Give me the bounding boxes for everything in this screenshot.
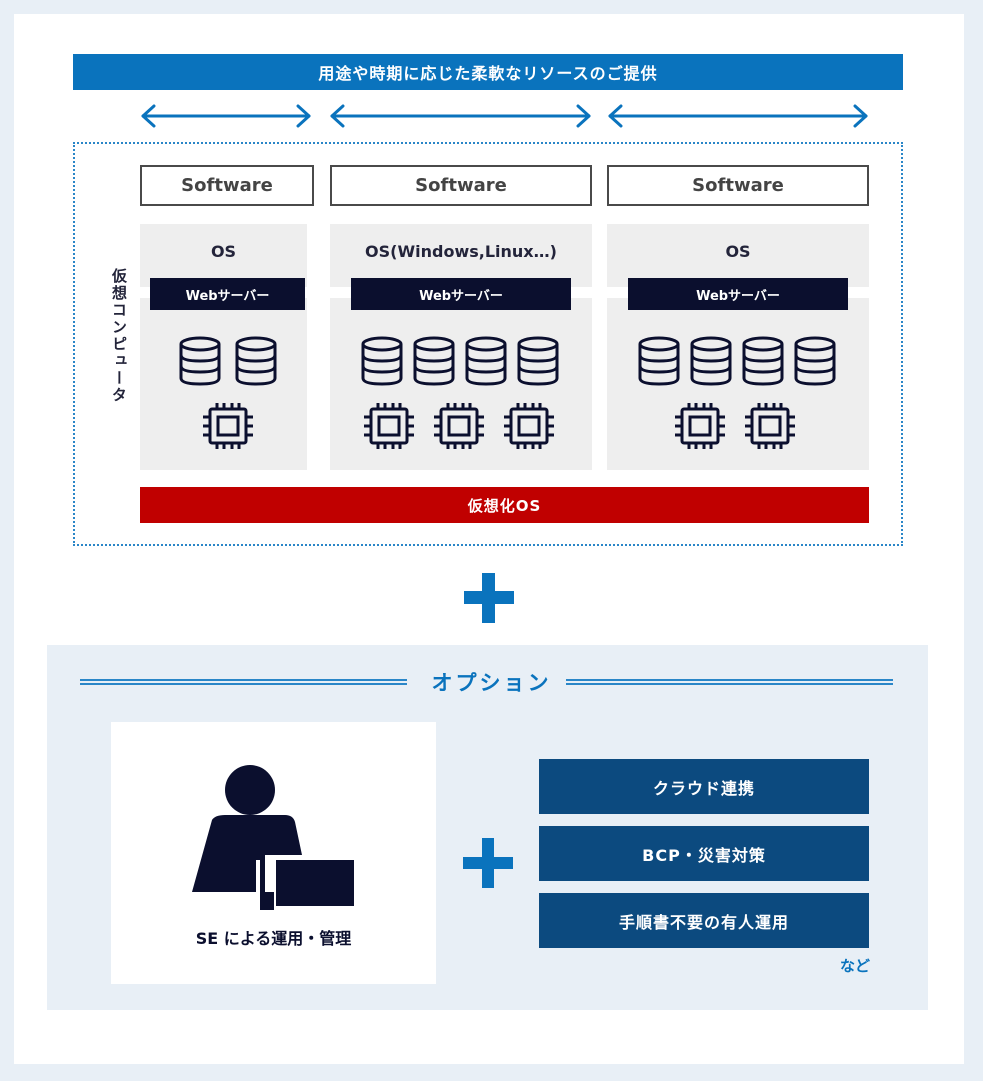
option-manned-operation: 手順書不要の有人運用 xyxy=(539,893,869,948)
virtual-computer-region xyxy=(73,142,903,546)
virtual-computer-label: 仮想コンピュータ xyxy=(110,268,128,404)
option-cloud: クラウド連携 xyxy=(539,759,869,814)
cpu-chip-icon xyxy=(672,401,728,451)
hardware-box xyxy=(140,298,307,470)
software-box: Software xyxy=(140,165,314,206)
option-bcp: BCP・災害対策 xyxy=(539,826,869,881)
double-rule-left xyxy=(80,679,407,685)
etc-label: など xyxy=(839,957,870,975)
plus-icon xyxy=(463,838,513,888)
double-arrow-icon xyxy=(330,104,591,128)
cpu-chip-icon xyxy=(742,401,798,451)
cpu-chip-icon xyxy=(200,401,256,451)
database-icon xyxy=(463,336,509,386)
resource-banner: 用途や時期に応じた柔軟なリソースのご提供 xyxy=(73,54,903,90)
virtualization-os-bar: 仮想化OS xyxy=(140,487,869,523)
database-icon xyxy=(411,336,457,386)
double-arrow-icon xyxy=(608,104,868,128)
database-icon xyxy=(515,336,561,386)
os-box: OS xyxy=(607,224,869,287)
database-icon xyxy=(792,336,838,386)
cpu-chip-icon xyxy=(361,401,417,451)
os-box: OS xyxy=(140,224,307,287)
plus-icon xyxy=(464,573,514,623)
cpu-chip-icon xyxy=(431,401,487,451)
software-box: Software xyxy=(330,165,592,206)
web-server-bar: Webサーバー xyxy=(628,278,848,310)
database-icon xyxy=(740,336,786,386)
engineer-at-laptop-icon xyxy=(192,765,360,910)
database-icon xyxy=(233,336,279,386)
options-title: オプション xyxy=(431,671,552,695)
database-icon xyxy=(177,336,223,386)
range-arrows xyxy=(141,104,868,128)
web-server-bar: Webサーバー xyxy=(150,278,305,310)
software-box: Software xyxy=(607,165,869,206)
double-rule-right xyxy=(566,679,893,685)
database-icon xyxy=(359,336,405,386)
web-server-bar: Webサーバー xyxy=(351,278,571,310)
os-box: OS(Windows,Linux…) xyxy=(330,224,592,287)
cpu-chip-icon xyxy=(501,401,557,451)
database-icon xyxy=(688,336,734,386)
double-arrow-icon xyxy=(141,104,311,128)
se-management-label: SE による運用・管理 xyxy=(195,929,352,948)
database-icon xyxy=(636,336,682,386)
